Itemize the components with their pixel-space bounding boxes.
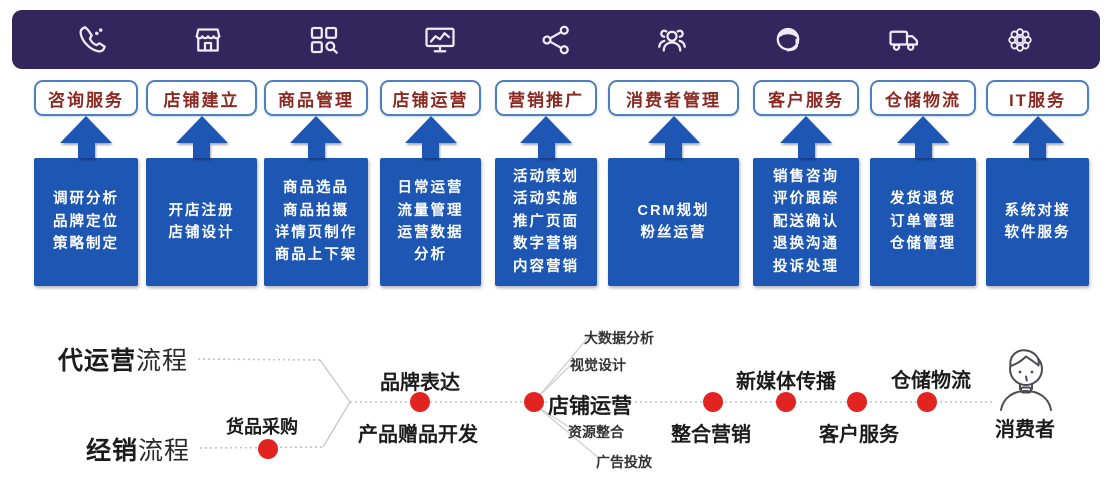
service-detail-panel: 发货退货 订单管理 仓储管理 — [870, 158, 976, 286]
flow-node-procurement: 货品采购 — [226, 417, 298, 437]
up-arrow-icon — [520, 116, 572, 158]
process-flow: 代运营流程 经销流程 货品采购 品牌表达 产品赠品开发 店铺运营 大数据分析 视… — [0, 308, 1108, 480]
gear-flower-icon — [1008, 27, 1032, 52]
phone-call-icon — [79, 25, 106, 52]
lane-label-distribution: 经销流程 — [86, 431, 190, 467]
flow-connector-lines — [197, 334, 995, 460]
service-columns: 咨询服务 调研分析 品牌定位 策略制定 店铺建立 开店注册 店铺设计 商品管理 … — [0, 80, 1108, 292]
up-arrow-icon — [1011, 116, 1064, 158]
service-label: 仓储物流 — [870, 80, 976, 116]
flow-dot-new-media — [776, 392, 796, 412]
flow-subnode-resource-integration: 资源整合 — [568, 424, 624, 440]
flow-dot-procurement — [258, 439, 278, 459]
top-icon-bar — [12, 10, 1100, 69]
truck-icon — [889, 30, 919, 51]
service-detail-panel: CRM规划 粉丝运营 — [608, 158, 739, 286]
service-detail-panel: 商品选品 商品拍摄 详情页制作 商品上下架 — [264, 158, 368, 286]
service-detail-panel: 系统对接 软件服务 — [986, 158, 1089, 286]
up-arrow-icon — [60, 116, 112, 158]
flow-node-warehouse-logistics: 仓储物流 — [891, 370, 971, 392]
service-label: 店铺建立 — [146, 80, 257, 116]
service-column-marketing: 营销推广 活动策划 活动实施 推广页面 数字营销 内容营销 — [495, 80, 597, 286]
flow-subnode-ad-placement: 广告投放 — [596, 454, 652, 470]
service-label: 营销推广 — [495, 80, 597, 116]
up-arrow-icon — [780, 116, 832, 158]
lane-label-rest: 流程 — [138, 437, 191, 465]
service-label: 客户服务 — [753, 80, 859, 116]
flow-node-integrated-marketing: 整合营销 — [671, 424, 751, 446]
flow-node-store-operation: 店铺运营 — [548, 395, 632, 418]
lane-label-agency-operation: 代运营流程 — [58, 341, 188, 377]
lane-label-bold: 经销 — [86, 437, 139, 465]
grid-search-icon — [310, 26, 338, 54]
service-column-consumer-mgmt: 消费者管理 CRM规划 粉丝运营 — [608, 80, 739, 286]
service-column-store-operation: 店铺运营 日常运营 流量管理 运营数据 分析 — [380, 80, 481, 286]
up-arrow-icon — [897, 116, 949, 158]
flow-dot-brand — [410, 392, 430, 412]
service-column-it-service: IT服务 系统对接 软件服务 — [986, 80, 1089, 286]
up-arrow-icon — [290, 116, 342, 158]
service-column-product-mgmt: 商品管理 商品选品 商品拍摄 详情页制作 商品上下架 — [264, 80, 368, 286]
service-detail-panel: 调研分析 品牌定位 策略制定 — [34, 158, 138, 286]
people-group-icon — [658, 29, 686, 52]
service-detail-panel: 销售咨询 评价跟踪 配送确认 退换沟通 投诉处理 — [753, 158, 859, 286]
service-label: IT服务 — [986, 80, 1089, 116]
headset-agent-icon — [776, 27, 800, 52]
flow-subnode-visual-design: 视觉设计 — [570, 357, 626, 373]
share-icon — [542, 25, 569, 54]
up-arrow-icon — [647, 116, 700, 158]
flow-dot-integrated-marketing — [703, 392, 723, 412]
service-label: 商品管理 — [264, 80, 368, 116]
flow-node-brand-expression: 品牌表达 — [380, 372, 460, 394]
flow-dot-warehouse — [917, 392, 937, 412]
service-column-store-setup: 店铺建立 开店注册 店铺设计 — [146, 80, 257, 286]
service-column-customer-service: 客户服务 销售咨询 评价跟踪 配送确认 退换沟通 投诉处理 — [753, 80, 859, 286]
consumer-avatar-icon — [1000, 349, 1052, 411]
service-detail-panel: 活动策划 活动实施 推广页面 数字营销 内容营销 — [495, 158, 597, 286]
flow-node-new-media: 新媒体传播 — [736, 371, 836, 393]
lane-label-bold: 代运营 — [58, 347, 137, 375]
flow-subnode-big-data: 大数据分析 — [584, 330, 654, 346]
flow-dot-store-operation — [524, 392, 544, 412]
service-label: 咨询服务 — [34, 80, 138, 116]
storefront-icon — [195, 27, 221, 52]
service-detail-panel: 日常运营 流量管理 运营数据 分析 — [380, 158, 481, 286]
flow-dot-customer-service — [847, 392, 867, 412]
flow-node-product-gift-dev: 产品赠品开发 — [358, 424, 478, 446]
service-label: 店铺运营 — [380, 80, 481, 116]
service-column-consulting: 咨询服务 调研分析 品牌定位 策略制定 — [34, 80, 138, 286]
service-label: 消费者管理 — [608, 80, 739, 116]
service-detail-panel: 开店注册 店铺设计 — [146, 158, 257, 286]
up-arrow-icon — [175, 116, 228, 158]
up-arrow-icon — [404, 116, 457, 158]
flow-node-consumer: 消费者 — [995, 419, 1055, 441]
lane-label-rest: 流程 — [136, 347, 189, 375]
flow-node-customer-service: 客户服务 — [819, 424, 899, 446]
monitor-chart-icon — [425, 27, 455, 52]
service-column-warehouse: 仓储物流 发货退货 订单管理 仓储管理 — [870, 80, 976, 286]
